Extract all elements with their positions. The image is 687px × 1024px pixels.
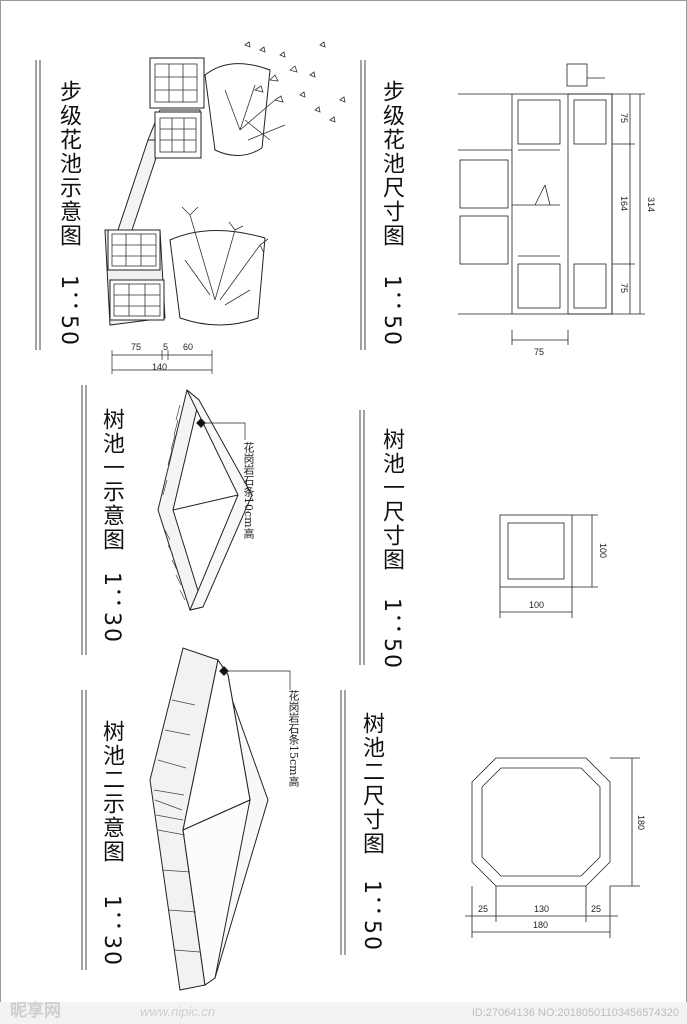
title-tree-pit-2-schematic: 树池二示意图 <box>99 720 124 864</box>
dim-planter-5: 5 <box>163 342 169 352</box>
scale-step-planter-dims: 1：50 <box>379 275 404 347</box>
dim-planter-75: 75 <box>131 342 142 352</box>
dim-section-75-top: 75 <box>619 113 629 124</box>
dim-section-314: 314 <box>646 197 656 213</box>
dim-section-75-width: 75 <box>534 347 545 357</box>
dim-pit1-100-height: 100 <box>598 543 608 559</box>
dim-planter-60: 60 <box>183 342 194 352</box>
dim-planter-140: 140 <box>152 362 168 372</box>
note-granite-10cm: 花岗岩石条10cm高 <box>242 442 255 539</box>
step-planter-perspective <box>104 41 346 374</box>
watermark-bar: 昵享网 www.nipic.cn ID:27064136 NO:20180501… <box>0 1001 687 1024</box>
title-bars <box>35 60 366 970</box>
tree-pit-1-plan <box>499 514 598 618</box>
watermark-id: ID:27064136 NO:20180501103456574320 <box>471 1007 679 1019</box>
step-planter-elevation <box>458 63 645 345</box>
tree-pit-2-perspective <box>149 647 291 991</box>
tree-pit-2-plan <box>465 757 640 938</box>
title-step-planter-schematic: 步级花池示意图 <box>56 80 81 248</box>
dim-pit2-180-width: 180 <box>533 920 549 930</box>
tree-pit-1-perspective <box>157 389 253 611</box>
dim-pit2-180-height: 180 <box>636 815 646 831</box>
scale-tree-pit-2-schematic: 1：30 <box>99 895 124 967</box>
title-tree-pit-1-schematic: 树池一示意图 <box>99 408 124 552</box>
scale-tree-pit-1-dims: 1：50 <box>379 598 404 670</box>
dim-pit2-25-right: 25 <box>591 904 602 914</box>
watermark-logo: 昵享网 <box>10 1001 61 1021</box>
title-tree-pit-1-dims: 树池一尺寸图 <box>379 428 404 572</box>
watermark-site: www.nipic.cn <box>140 1004 216 1019</box>
title-tree-pit-2-dims: 树池二尺寸图 <box>359 712 384 856</box>
dim-section-164: 164 <box>619 196 629 212</box>
scale-step-planter-schematic: 1：50 <box>56 275 81 347</box>
scale-tree-pit-1-schematic: 1：30 <box>99 572 124 644</box>
dim-pit1-100-width: 100 <box>529 600 545 610</box>
title-step-planter-dims: 步级花池尺寸图 <box>379 80 404 248</box>
scale-tree-pit-2-dims: 1：50 <box>359 880 384 952</box>
dim-pit2-25-left: 25 <box>478 904 489 914</box>
note-granite-15cm: 花岗岩石条15cm高 <box>287 690 300 787</box>
dim-section-75-bottom: 75 <box>619 283 629 294</box>
dim-pit2-130: 130 <box>534 904 550 914</box>
